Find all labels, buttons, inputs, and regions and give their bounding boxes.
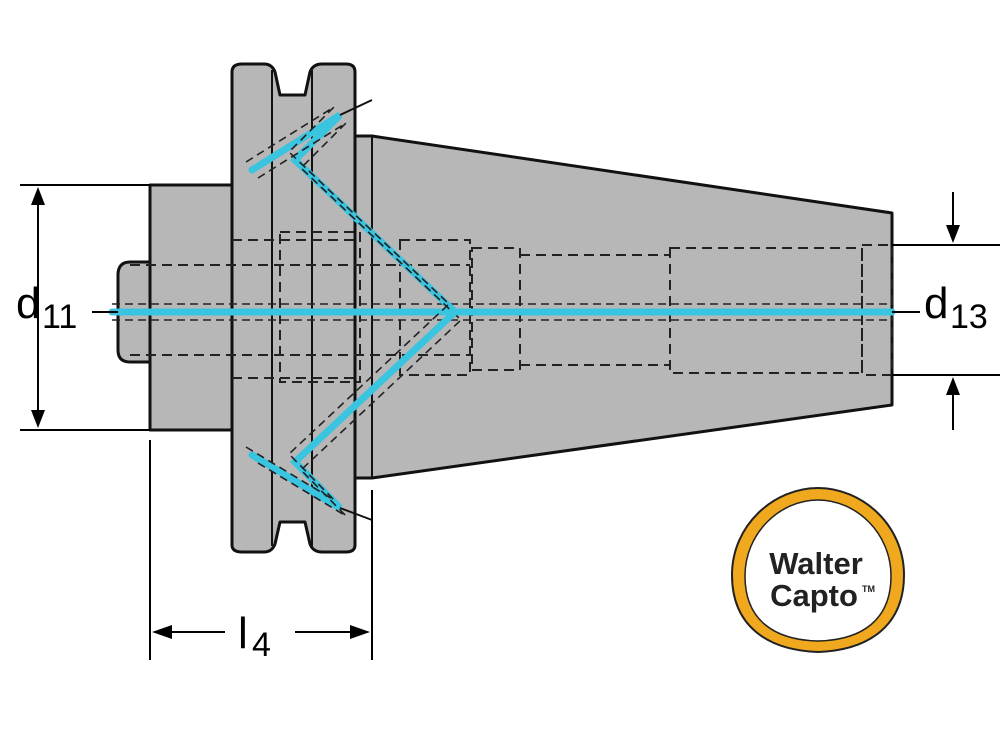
- hidden-bores: [130, 231, 893, 383]
- coolant-channels: [108, 99, 896, 521]
- label-l4-subscript: 4: [252, 626, 271, 664]
- logo-line-walter: Walter: [769, 546, 863, 581]
- dimension-d11: d 11: [16, 184, 150, 431]
- label-d11-subscript: 11: [42, 298, 77, 336]
- logo-line-capto: Capto: [770, 578, 858, 613]
- walter-capto-logo: Walter Capto TM: [730, 486, 906, 654]
- taper-cone: [353, 134, 894, 480]
- dimension-l4: l 4: [149, 440, 373, 664]
- dimension-d13: d 13: [892, 192, 1000, 430]
- label-d11: d: [16, 279, 40, 328]
- logo-trademark: TM: [862, 584, 875, 594]
- label-d13-subscript: 13: [950, 298, 988, 336]
- label-d13: d: [924, 279, 948, 328]
- rear-body: [148, 183, 234, 432]
- label-l4: l: [238, 609, 248, 658]
